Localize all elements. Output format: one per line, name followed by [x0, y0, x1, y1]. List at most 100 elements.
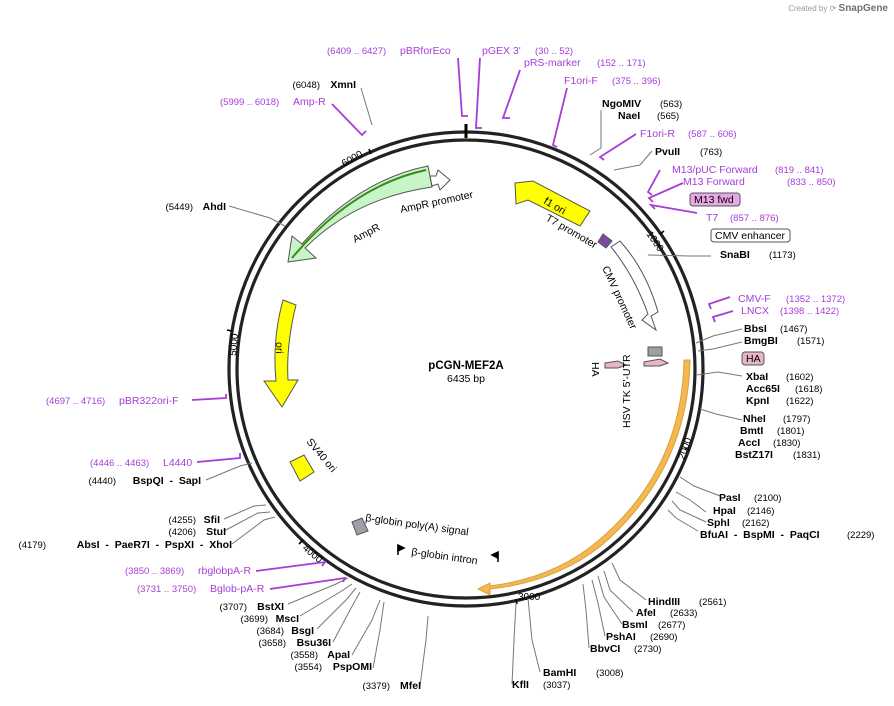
- ha-inner-label: HA: [589, 362, 601, 377]
- primer-name-pbrforeco: pBRforEco: [400, 45, 451, 57]
- primer-pos-f1ori-f: (375 .. 396): [612, 76, 661, 87]
- credit-prefix: Created by: [788, 4, 828, 13]
- primer-pos-pgex3: (30 .. 52): [535, 46, 573, 57]
- primer-name-f1ori-f: F1ori-F: [564, 75, 598, 87]
- ori-arrow: [263, 299, 299, 408]
- enzyme-name-ngomiv: NgoMIV: [602, 98, 641, 110]
- enzyme-pos-pspomi: (3554): [295, 662, 322, 673]
- enzyme-name-xmni: XmnI: [330, 79, 356, 91]
- enzyme-name-bstz17i: BstZ17I: [735, 449, 773, 461]
- enzyme-name-bmgbi: BmgBI: [744, 335, 778, 347]
- enzyme-pos-xbai: (1602): [786, 372, 813, 383]
- ha-box[interactable]: [741, 351, 765, 366]
- credit-brand: SnapGene: [838, 3, 888, 14]
- enzyme-name-stui: StuI: [206, 526, 226, 538]
- enzyme-pos-pshai: (2690): [650, 632, 677, 643]
- enzyme-name-bsgi: BsgI: [291, 625, 314, 637]
- enzyme-pos-sfii: (4255): [169, 515, 196, 526]
- primer-markers: [191, 57, 734, 590]
- enzyme-name-bsu36i: Bsu36I: [297, 637, 332, 649]
- sv40-ori-box: [289, 454, 315, 482]
- m13-fwd-label: M13 fwd: [694, 194, 734, 206]
- t7-promoter-marker: [597, 233, 613, 249]
- enzyme-pos-mfei: (3379): [363, 681, 390, 692]
- enzyme-name-kfli: KflI: [512, 679, 529, 691]
- plasmid-size: 6435 bp: [447, 373, 485, 385]
- enzyme-name-kpni: KpnI: [746, 395, 769, 407]
- ampr-promoter-label: AmpR promoter: [399, 189, 474, 216]
- enzyme-pos-bstz17i: (1831): [793, 450, 820, 461]
- cmv-promoter-arrow: [610, 240, 659, 332]
- snapgene-credit: Created by ⟳ SnapGene: [788, 3, 888, 14]
- enzyme-pos-bmgbi: (1571): [797, 336, 824, 347]
- enzyme-pos-kfli: (3037): [543, 680, 570, 691]
- enzyme-pos-kpni: (1622): [786, 396, 813, 407]
- tick-label-5000: 5000: [228, 333, 241, 357]
- tick-label-3000: 3000: [518, 592, 541, 603]
- mef2a-orf-arrow: [476, 359, 691, 596]
- enzyme-name-apai: ApaI: [327, 649, 350, 661]
- ampr-arrow: [287, 165, 433, 263]
- enzyme-pos-ngomiv: (563): [660, 99, 682, 110]
- primer-pos-lncx: (1398 .. 1422): [780, 306, 839, 317]
- primer-pos-m13-forward: (833 .. 850): [787, 177, 836, 188]
- primer-pos-pbrforeco: (6409 .. 6427): [327, 46, 386, 57]
- enzyme-pos-pvuii: (763): [700, 147, 722, 158]
- enzyme-name-bsmi: BsmI: [622, 619, 648, 631]
- cmv-enhancer-box[interactable]: [710, 228, 791, 243]
- enzyme-pos-bsu36i: (3658): [259, 638, 286, 649]
- beta-globin-polya-marker: [351, 517, 369, 536]
- beta-globin-polya-label: β-globin poly(A) signal: [365, 512, 470, 538]
- ori-label: ori: [273, 342, 285, 354]
- enzyme-pos-acc65i: (1618): [795, 384, 822, 395]
- primer-name-rbglobpa-r: rbglobpA-R: [198, 565, 252, 577]
- enzyme-pos-bsgi: (3684): [257, 626, 284, 637]
- cmv-enhancer-label: CMV enhancer: [715, 230, 786, 242]
- primer-pos-amp-r: (5999 .. 6018): [220, 97, 279, 108]
- enzyme-pos-bstxi: (3707): [220, 602, 247, 613]
- primer-pos-bglob-pa-r: (3731 .. 3750): [137, 584, 196, 595]
- primer-name-pbr322ori-f: pBR322ori-F: [119, 395, 179, 407]
- primer-name-bglob-pa-r: Bglob-pA-R: [210, 583, 265, 595]
- enzyme-pos-xmni: (6048): [293, 80, 320, 91]
- enzyme-pos-bbsi: (1467): [780, 324, 807, 335]
- enzyme-pos-bbvci: (2730): [634, 644, 661, 655]
- enzyme-name-msci: MscI: [276, 613, 299, 625]
- enzyme-name-xbai: XbaI: [746, 371, 768, 383]
- enzyme-name-hindiii: HindIII: [648, 596, 680, 608]
- hsv-tk-utr-label: HSV TK 5'-UTR: [621, 354, 633, 428]
- primer-name-t7: T7: [706, 212, 718, 224]
- enzyme-name-pvuii: PvuII: [655, 146, 680, 158]
- ha-feature-1: [604, 360, 628, 369]
- plasmid-name: pCGN-MEF2A: [428, 360, 503, 372]
- enzyme-name-sphi: SphI: [707, 517, 730, 529]
- ha-box-label: HA: [746, 353, 761, 365]
- primer-name-m13-puc-forward: M13/pUC Forward: [672, 164, 758, 176]
- enzyme-name-naei: NaeI: [618, 110, 640, 122]
- tick-label-2000: 2000: [676, 436, 694, 461]
- enzyme-pos-stui: (4206): [169, 527, 196, 538]
- m13-fwd-box[interactable]: [689, 192, 741, 207]
- enzyme-name-mfei: MfeI: [400, 680, 421, 692]
- primer-name-pgex3: pGEX 3': [482, 45, 521, 57]
- beta-globin-intron-marks: [397, 543, 499, 562]
- enzyme-name-bspqi-sapi: BspQI - SapI: [133, 475, 201, 487]
- primer-name-cmv-f: CMV-F: [738, 293, 771, 305]
- enzyme-pos-msci: (3699): [241, 614, 268, 625]
- enzyme-pos-pasi: (2100): [754, 493, 781, 504]
- enzyme-name-acc65i: Acc65I: [746, 383, 780, 395]
- enzyme-name-absi-xhoi: AbsI - PaeR7I - PspXI - XhoI: [77, 539, 232, 551]
- f1-ori-arrow: [514, 180, 591, 227]
- enzyme-name-afei: AfeI: [636, 607, 656, 619]
- primer-pos-cmv-f: (1352 .. 1372): [786, 294, 845, 305]
- enzyme-pos-absi-xhoi: (4179): [19, 540, 46, 551]
- enzyme-name-sfii: SfiI: [204, 514, 220, 526]
- primer-pos-f1ori-r: (587 .. 606): [688, 129, 737, 140]
- enzyme-name-bbvci: BbvCI: [590, 643, 620, 655]
- enzyme-pos-naei: (565): [657, 111, 679, 122]
- enzyme-name-bstxi: BstXI: [257, 601, 284, 613]
- enzyme-leaders: [205, 87, 743, 687]
- beta-globin-intron-label: β-globin intron: [411, 546, 479, 567]
